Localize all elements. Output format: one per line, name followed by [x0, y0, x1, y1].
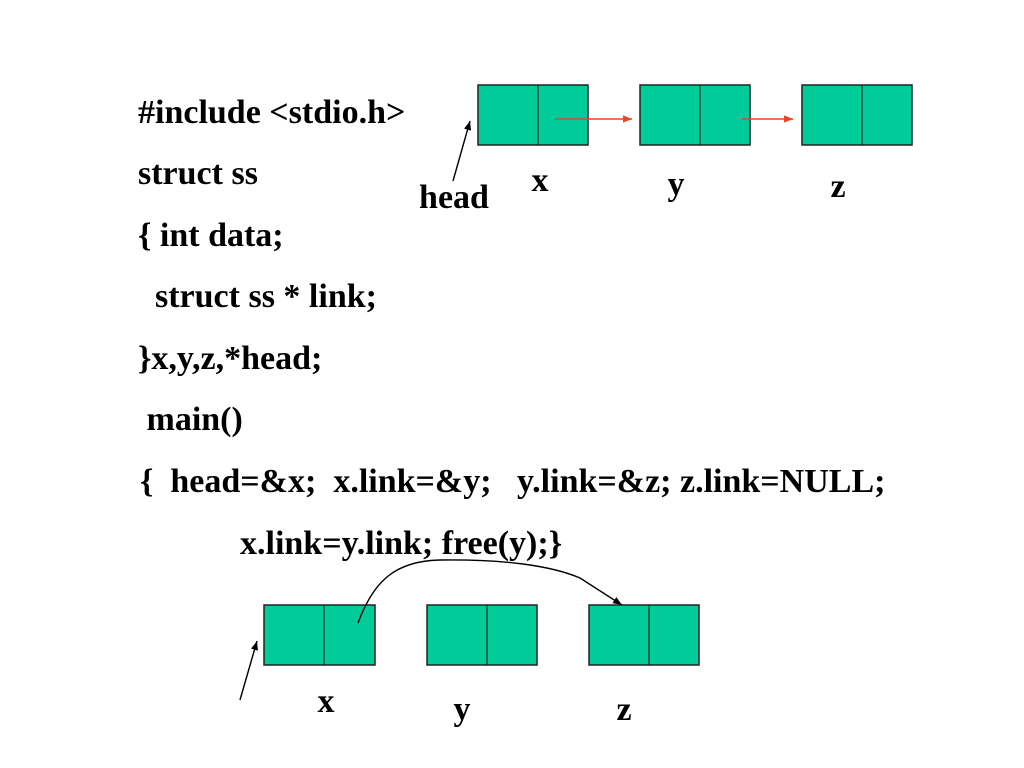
top-node-x-label: x	[531, 162, 549, 199]
top-node-y-label: y	[667, 166, 685, 203]
top-node-y	[639, 84, 751, 146]
bottom-node-z-label: z	[616, 691, 632, 728]
top-node-z	[801, 84, 913, 146]
bottom-node-y-box	[426, 604, 538, 666]
top-node-z-box	[801, 84, 913, 146]
bottom-node-y	[426, 604, 538, 666]
code-line-main: main()	[138, 401, 243, 438]
bottom-node-y-label: y	[453, 691, 471, 728]
bottom-node-z	[588, 604, 700, 666]
top-head-label: head	[419, 179, 489, 216]
top-node-y-box	[639, 84, 751, 146]
bottom-node-x-box	[263, 604, 376, 666]
bottom-node-x-label: x	[317, 683, 335, 720]
top-node-z-label: z	[830, 168, 846, 205]
bottom-node-x	[263, 604, 376, 666]
code-line-declarations: }x,y,z,*head;	[138, 340, 323, 377]
bottom-node-z-box	[588, 604, 700, 666]
code-line-struct: struct ss	[138, 155, 258, 192]
bottom-linked-list	[239, 559, 700, 701]
code-line-link-field: struct ss * link;	[138, 278, 377, 315]
top-head-pointer-arrow	[452, 120, 472, 182]
top-node-x-box	[477, 84, 589, 146]
code-line-assignments: { head=&x; x.link=&y; y.link=&z; z.link=…	[140, 463, 886, 500]
bottom-link-x-to-z-curved-arrow	[357, 559, 623, 624]
code-line-int-data: { int data;	[138, 217, 284, 254]
code-line-free: x.link=y.link; free(y);}	[240, 525, 563, 562]
bottom-head-pointer-arrow	[239, 640, 258, 701]
code-line-include: #include <stdio.h>	[138, 94, 406, 131]
top-node-x	[477, 84, 589, 146]
